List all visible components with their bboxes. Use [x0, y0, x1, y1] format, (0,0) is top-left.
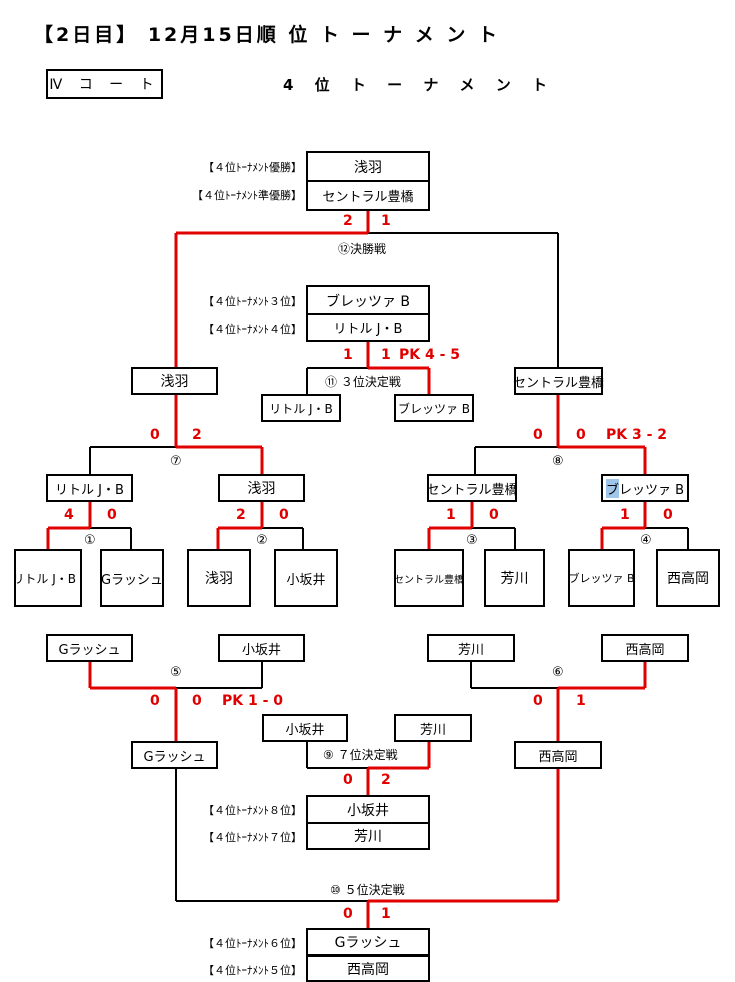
match-5-label: ⑤	[170, 665, 182, 680]
rank-4-label: 【４位ﾄｰﾅﾒﾝﾄ４位】	[203, 323, 302, 336]
court-label: Ⅳ コ ー ト	[46, 69, 163, 99]
qf-winner-3: セントラル豊橋	[427, 474, 518, 502]
rank-5-team: 西高岡	[306, 955, 430, 982]
match-3-label: ③	[466, 533, 478, 548]
rank-1-label: 【４位ﾄｰﾅﾒﾝﾄ優勝】	[203, 161, 302, 174]
rank-7-team: 芳川	[306, 822, 430, 850]
m10-score-right: 1	[381, 906, 391, 922]
third-pk-score: PK 4 - 5	[399, 347, 461, 363]
m3-score-right: 0	[489, 507, 499, 523]
team-1: リトル J・B	[14, 549, 82, 607]
loser-team-2: 小坂井	[218, 634, 305, 662]
m6-score-right: 1	[576, 693, 586, 709]
seventh-team-left: 小坂井	[262, 714, 348, 742]
team-6: 芳川	[484, 549, 545, 607]
third-place-team-left: リトル J・B	[261, 394, 341, 422]
m8-pk-score: PK 3 - 2	[606, 427, 668, 443]
match-2-label: ②	[256, 533, 268, 548]
m9-score-right: 2	[381, 772, 391, 788]
rank-7-label: 【４位ﾄｰﾅﾒﾝﾄ７位】	[203, 831, 302, 844]
team-2: Gラッシュ	[100, 549, 164, 607]
qf-winner-4: ブレッツァ B	[601, 474, 689, 502]
m7-score-left: 0	[150, 427, 160, 443]
team-8: 西高岡	[656, 549, 720, 607]
third-place-team-right: ブレッツァ B	[394, 394, 474, 422]
third-score-left: 1	[343, 347, 353, 363]
match-6-label: ⑥	[552, 665, 564, 680]
m8-score-left: 0	[533, 427, 543, 443]
m1-score-right: 0	[107, 507, 117, 523]
page-title: 【2日目】 12月15日順 位 ト ー ナ メ ン ト	[34, 24, 501, 46]
m4-score-right: 0	[663, 507, 673, 523]
m5-score-left: 0	[150, 693, 160, 709]
rank-2-team: セントラル豊橋	[306, 180, 430, 211]
team-4: 小坂井	[274, 549, 338, 607]
qf-winner-2: 浅羽	[218, 474, 305, 502]
rank-1-team: 浅羽	[306, 151, 430, 182]
rank-6-label: 【４位ﾄｰﾅﾒﾝﾄ６位】	[203, 937, 302, 950]
qf-winner-1: リトル J・B	[46, 474, 133, 502]
team-7: ブレッツァ B	[568, 549, 635, 607]
m2-score-right: 0	[279, 507, 289, 523]
rank-8-team: 小坂井	[306, 795, 430, 824]
m5-score-right: 0	[192, 693, 202, 709]
semifinal-team-left: 浅羽	[131, 367, 218, 395]
loser-lines	[89, 232, 689, 902]
team-5: セントラル豊橋	[394, 549, 464, 607]
rank-6-team: Gラッシュ	[306, 928, 430, 956]
seventh-match-label: ⑨ ７位決定戦	[323, 748, 398, 762]
final-score-right: 1	[381, 213, 391, 229]
m3-score-left: 1	[446, 507, 456, 523]
team-3: 浅羽	[187, 549, 251, 607]
fifth-semi-left: Gラッシュ	[131, 741, 218, 769]
rank-3-label: 【４位ﾄｰﾅﾒﾝﾄ３位】	[203, 295, 302, 308]
loser-team-3: 芳川	[427, 634, 515, 662]
loser-team-1: Gラッシュ	[46, 634, 133, 662]
rank-5-label: 【４位ﾄｰﾅﾒﾝﾄ５位】	[203, 964, 302, 977]
qf-winner-4-rest: レッツァ B	[618, 482, 685, 498]
m6-score-left: 0	[533, 693, 543, 709]
fifth-semi-right: 西高岡	[514, 741, 602, 769]
rank-3-team: ブレッツァ B	[306, 285, 430, 316]
m9-score-left: 0	[343, 772, 353, 788]
third-place-match-label: ⑪ ３位決定戦	[325, 375, 401, 389]
rank-2-label: 【４位ﾄｰﾅﾒﾝﾄ準優勝】	[192, 189, 302, 202]
seventh-team-right: 芳川	[394, 714, 472, 742]
m2-score-left: 2	[236, 507, 246, 523]
m5-pk-score: PK 1 - 0	[222, 693, 284, 709]
m4-score-left: 1	[620, 507, 630, 523]
fifth-match-label: ⑩ ５位決定戦	[330, 883, 405, 897]
m8-score-right: 0	[576, 427, 586, 443]
match-7-label: ⑦	[170, 454, 182, 469]
match-1-label: ①	[84, 533, 96, 548]
m7-score-right: 2	[192, 427, 202, 443]
qf-winner-4-highlight: ブ	[605, 478, 619, 498]
m1-score-left: 4	[64, 507, 74, 523]
tournament-subtitle: 4 位 ト ー ナ メ ン ト	[283, 76, 555, 94]
rank-4-team: リトル J・B	[306, 313, 430, 342]
final-match-label: ⑫決勝戦	[338, 242, 387, 256]
m10-score-left: 0	[343, 906, 353, 922]
winner-lines	[46, 210, 647, 928]
third-score-right: 1	[381, 347, 391, 363]
semifinal-team-right: セントラル豊橋	[513, 367, 604, 395]
match-4-label: ④	[640, 533, 652, 548]
match-8-label: ⑧	[552, 454, 564, 469]
rank-8-label: 【４位ﾄｰﾅﾒﾝﾄ８位】	[203, 804, 302, 817]
loser-team-4: 西高岡	[601, 634, 689, 662]
final-score-left: 2	[343, 213, 353, 229]
